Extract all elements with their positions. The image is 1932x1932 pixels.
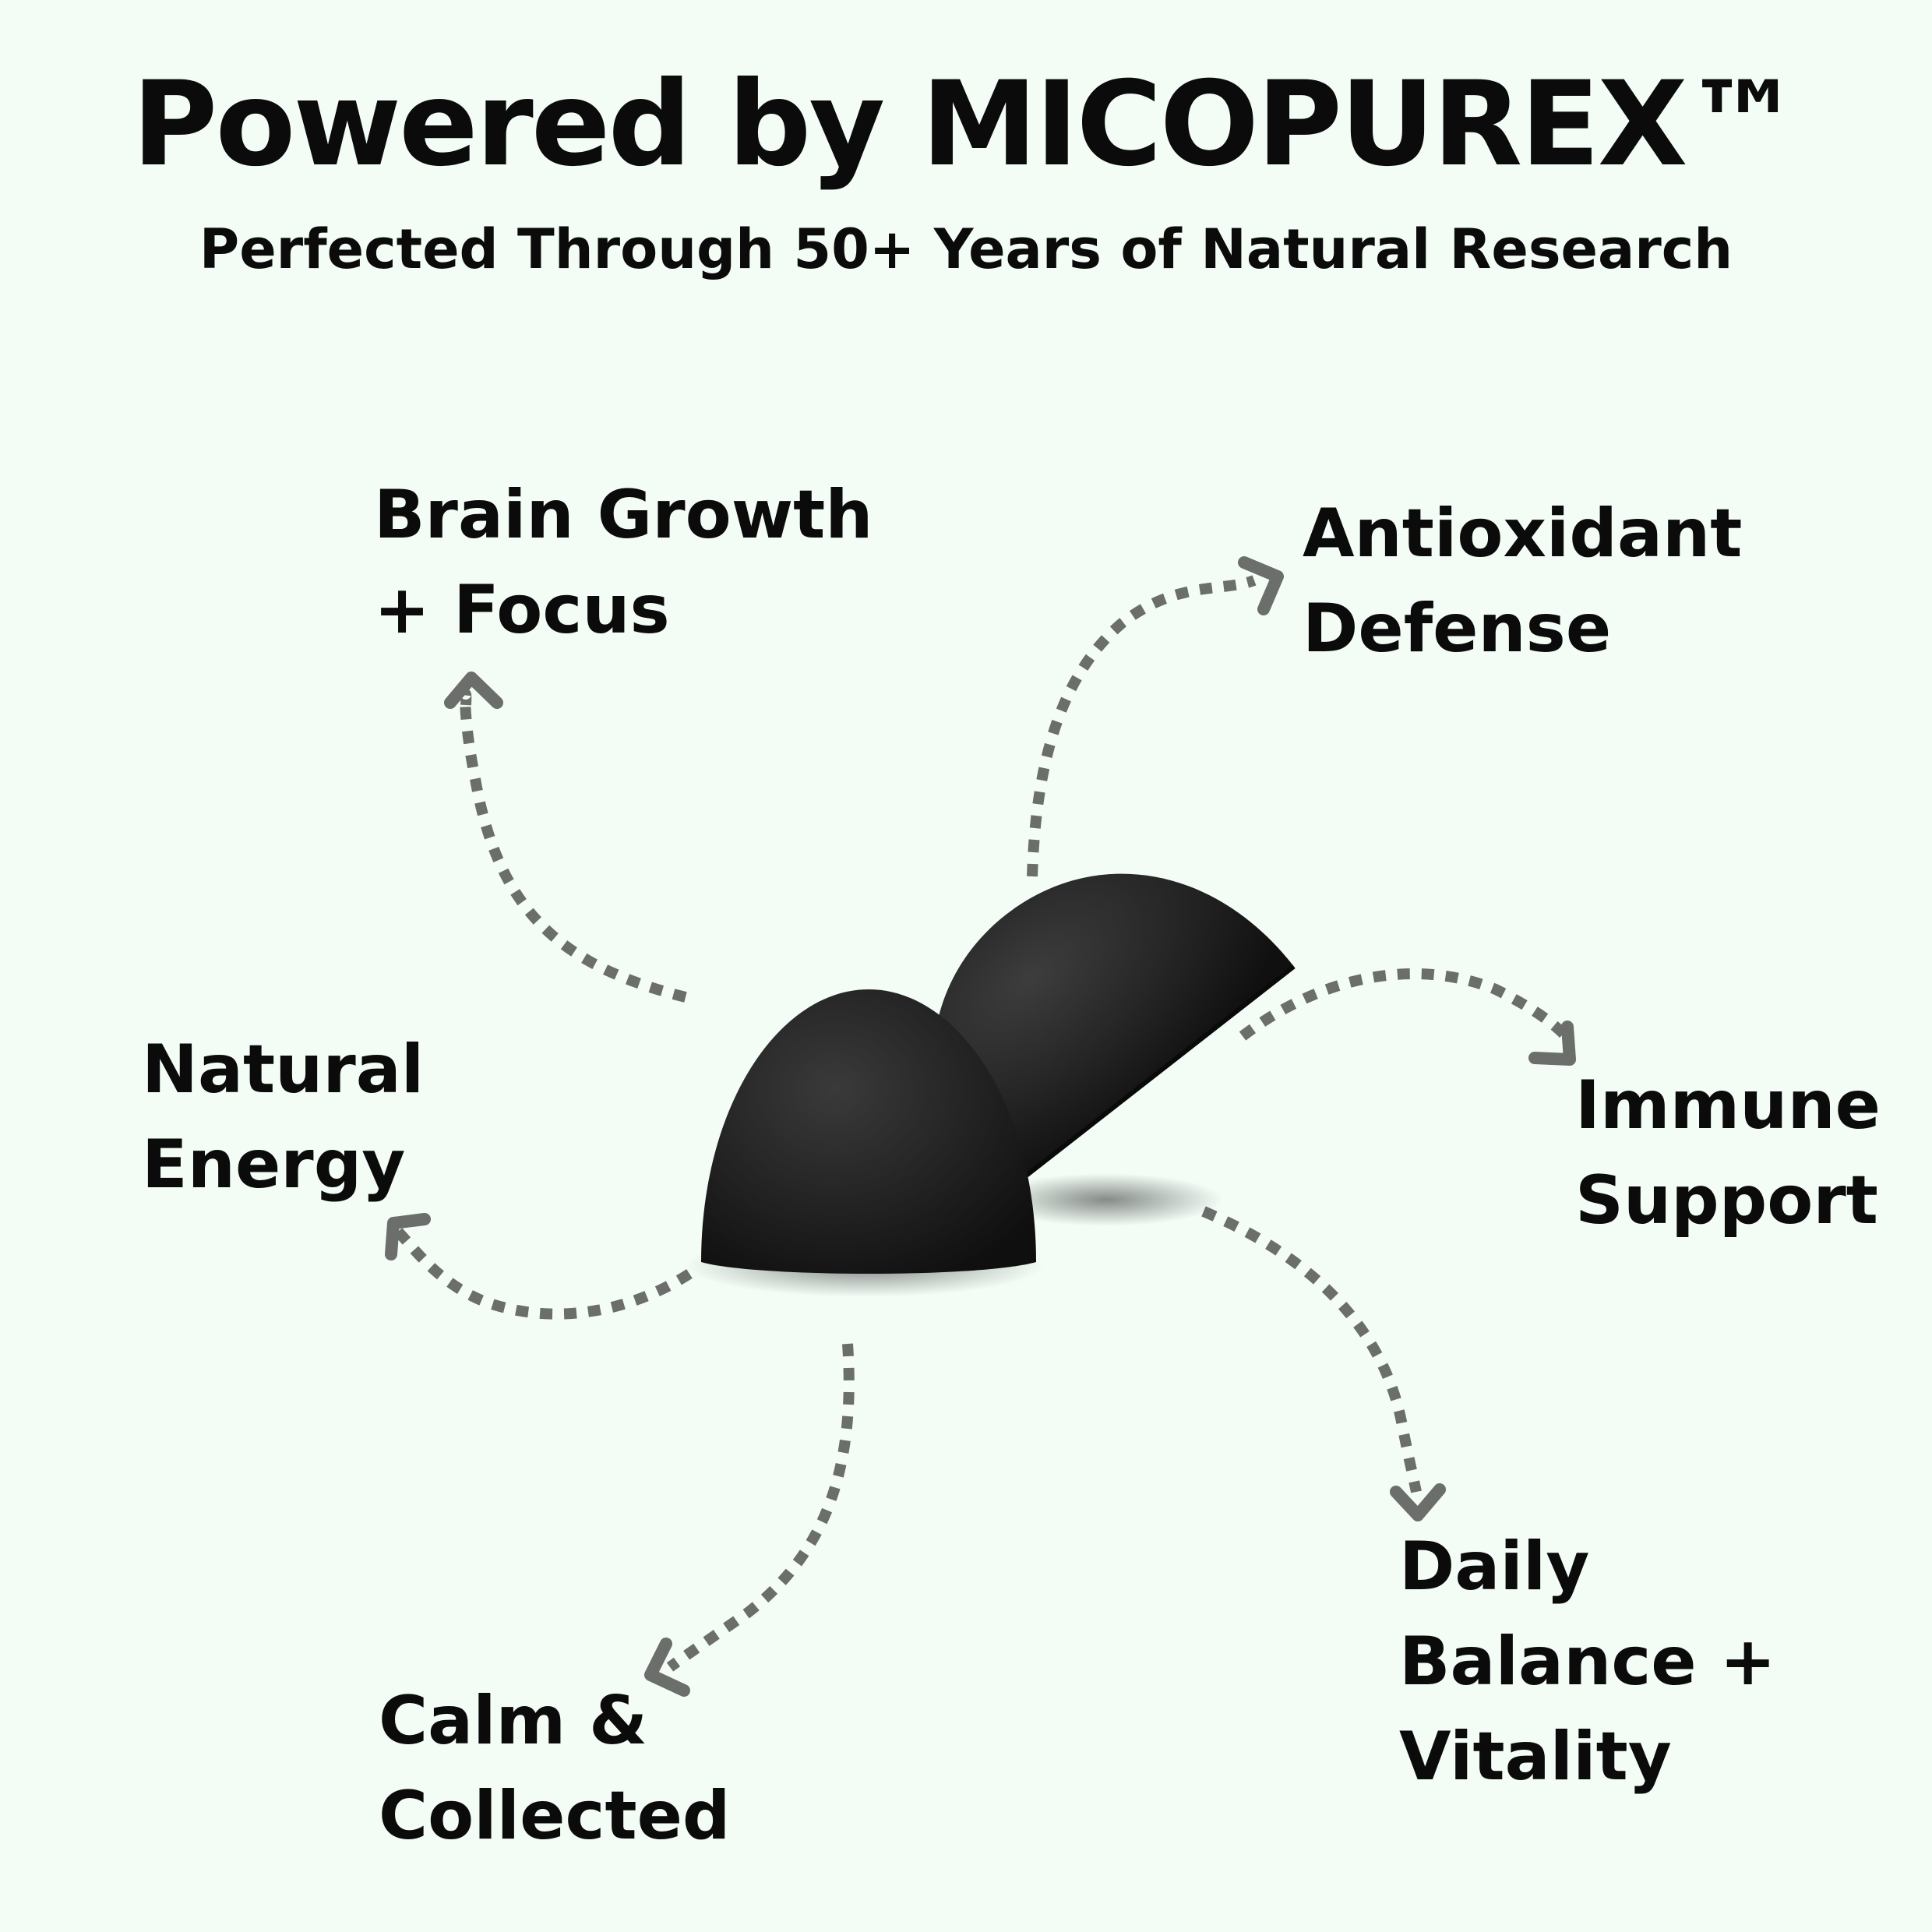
dotted-arrows [393,575,1570,1672]
benefit-natural-energy: Natural Energy [142,1031,425,1204]
arrow-daily [1201,1206,1422,1493]
benefit-daily-balance: Daily Balance + Vitality [1399,1528,1776,1796]
gummy-left [701,989,1036,1274]
arrowhead-natural-energy [385,1213,431,1260]
gummy-right [933,873,1296,1208]
arrow-natural-energy [393,1227,693,1320]
page-title: Powered by MICOPUREX™ [132,57,1802,192]
benefit-calm-collected: Calm & Collected [379,1682,731,1855]
arrowhead-brain-growth [444,672,503,709]
arrowhead-calm [644,1638,690,1697]
benefit-antioxidant-defense: Antioxidant Defense [1303,495,1743,668]
benefit-immune-support: Immune Support [1575,1066,1881,1239]
arrow-calm [666,1343,855,1672]
arrow-immune [1239,968,1570,1041]
arrow-heads [385,556,1576,1697]
page-subtitle: Perfected Through 50+ Years of Natural R… [199,217,1733,281]
arrowhead-immune [1528,1021,1576,1066]
arrowhead-antioxidant [1238,556,1284,615]
gummy-shadow-2 [989,1173,1223,1226]
arrow-brain-growth [460,689,687,1003]
arrowhead-daily [1390,1483,1446,1521]
arrow-antioxidant [1027,575,1257,877]
benefit-brain-growth: Brain Growth + Focus [374,476,873,649]
